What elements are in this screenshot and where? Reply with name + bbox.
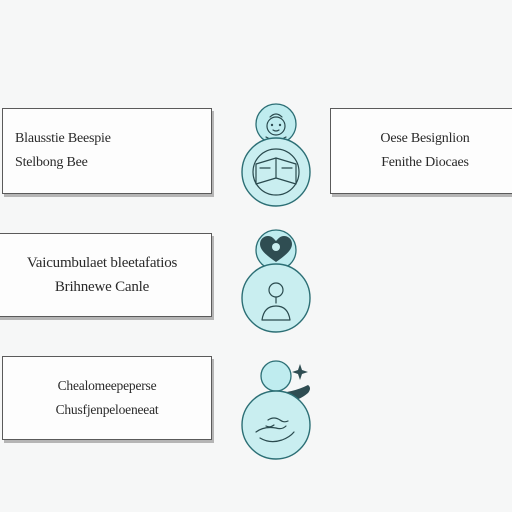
card-middle-left-line-2: Brihnewe Canle — [54, 279, 150, 295]
card-bottom-left-line-2: Chusfjenpeloeneeat — [55, 402, 159, 417]
hands-icon — [241, 390, 311, 460]
card-bottom-left-line-1: Chealomeepeperse — [57, 378, 157, 393]
heart-icon — [255, 229, 297, 271]
card-top-left: Blausstie Beespie Stelbong Bee — [2, 108, 212, 194]
person-sparkle-icon — [260, 360, 310, 401]
card-top-right-line-2: Fenithe Diocaes — [381, 155, 469, 170]
card-top-right-line-1: Oese Besignlion — [380, 131, 470, 146]
card-middle-left: Vaicumbulaet bleetafatios Brihnewe Canle — [0, 233, 212, 317]
card-top-right: Oese Besignlion Fenithe Diocaes — [330, 108, 512, 194]
face-icon — [255, 103, 297, 145]
card-top-left-line-1: Blausstie Beespie — [15, 131, 111, 146]
card-top-left-line-2: Stelbong Bee — [15, 155, 88, 170]
book-icon — [241, 137, 311, 207]
card-middle-left-line-1: Vaicumbulaet bleetafatios — [26, 255, 178, 271]
person-icon — [241, 263, 311, 333]
card-bottom-left: Chealomeepeperse Chusfjenpeloeneeat — [2, 356, 212, 440]
